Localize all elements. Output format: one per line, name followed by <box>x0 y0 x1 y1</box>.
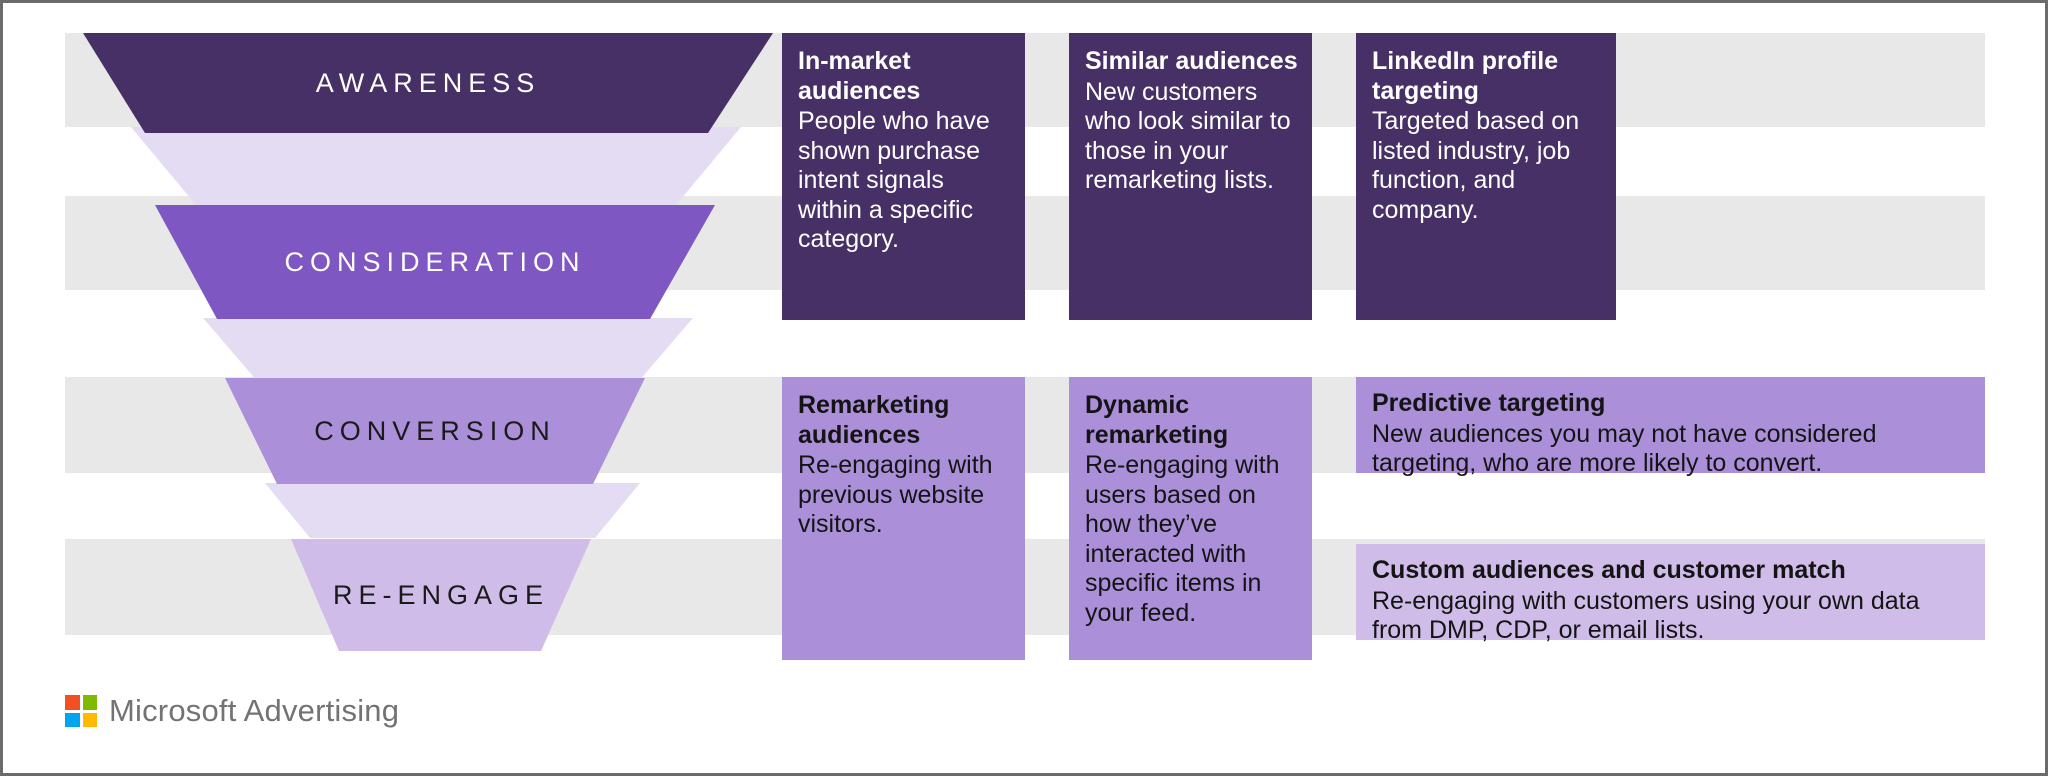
funnel-stage-reengage-shape <box>291 539 591 651</box>
card-body: Targeted based on listed industry, job f… <box>1372 107 1580 224</box>
card-dynamic-remarketing[interactable]: Dynamic remarketing Re-engaging with use… <box>1069 377 1312 660</box>
card-predictive-targeting[interactable]: Predictive targeting New audiences you m… <box>1356 377 1985 477</box>
card-similar-audiences[interactable]: Similar audiences New customers who look… <box>1069 33 1312 320</box>
card-body: Re-engaging with users based on how they… <box>1085 451 1280 627</box>
card-in-market-audiences[interactable]: In-market audiences People who have show… <box>782 33 1025 320</box>
card-title: Similar audiences <box>1085 47 1298 75</box>
card-title: Dynamic remarketing <box>1085 391 1229 449</box>
funnel-stage-consideration[interactable]: CONSIDERATION <box>155 205 715 319</box>
card-body: Re-engaging with customers using your ow… <box>1372 586 1920 645</box>
card-title: Custom audiences and customer match <box>1372 556 1846 584</box>
card-title: Remarketing audiences <box>798 391 950 449</box>
card-body: New customers who look similar to those … <box>1085 77 1291 195</box>
microsoft-logo-icon <box>65 695 97 727</box>
funnel-stage-reengage-label: RE-ENGAGE <box>332 579 550 610</box>
funnel-stage-awareness-shape <box>83 33 773 133</box>
card-linkedin-profile-targeting[interactable]: LinkedIn profile targeting Targeted base… <box>1356 33 1616 320</box>
funnel-stage-reengage[interactable]: RE-ENGAGE <box>291 539 591 651</box>
funnel-stage-awareness[interactable]: AWARENESS <box>83 33 773 133</box>
funnel-connector-3 <box>265 483 640 538</box>
funnel-stage-consideration-label: CONSIDERATION <box>284 246 586 277</box>
funnel-stage-conversion-shape <box>225 378 645 484</box>
microsoft-logo-square-yellow <box>82 712 97 727</box>
microsoft-logo-square-green <box>82 695 97 710</box>
card-remarketing-audiences[interactable]: Remarketing audiences Re-engaging with p… <box>782 377 1025 660</box>
funnel-stage-consideration-shape <box>155 205 715 319</box>
card-body: Re-engaging with previous website visito… <box>798 451 993 538</box>
funnel-connector-1 <box>131 127 741 205</box>
microsoft-logo-square-red <box>65 695 80 710</box>
card-title: In-market audiences <box>798 47 921 105</box>
card-title: Predictive targeting <box>1372 389 1606 417</box>
funnel-connector-2 <box>203 318 693 382</box>
card-custom-audiences-customer-match[interactable]: Custom audiences and customer match Re-e… <box>1356 544 1985 644</box>
brand-name: Microsoft Advertising <box>109 693 400 728</box>
brand-footer: Microsoft Advertising <box>65 693 399 729</box>
card-body: People who have shown purchase intent si… <box>798 107 990 253</box>
funnel-stage-conversion[interactable]: CONVERSION <box>225 378 645 484</box>
funnel-stage-awareness-label: AWARENESS <box>315 67 541 98</box>
funnel-stage-conversion-label: CONVERSION <box>314 415 556 446</box>
microsoft-logo-square-blue <box>65 712 80 727</box>
card-title: LinkedIn profile targeting <box>1372 47 1559 105</box>
card-body: New audiences you may not have considere… <box>1372 419 1877 478</box>
